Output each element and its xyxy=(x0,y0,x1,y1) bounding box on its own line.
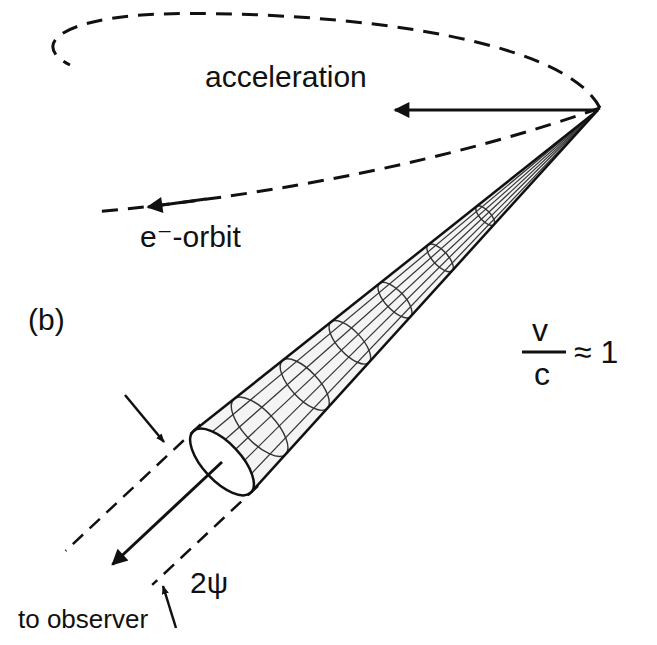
angle-boundary-line xyxy=(66,425,201,551)
orbit-path xyxy=(95,108,600,212)
light-speed-symbol: c xyxy=(534,358,550,390)
velocity-symbol: v xyxy=(532,314,548,346)
angle-label: 2ψ xyxy=(190,568,228,598)
radiation-cone xyxy=(66,110,598,585)
cone-hatch xyxy=(232,110,598,473)
ratio-value: ≈ 1 xyxy=(574,336,618,368)
cone-hatch xyxy=(212,110,598,451)
cone-hatch xyxy=(242,110,598,483)
cone-edge xyxy=(193,110,598,431)
cone-hatch xyxy=(202,110,598,441)
panel-label: (b) xyxy=(28,305,65,335)
cone-hatch xyxy=(222,110,598,462)
orbit-direction-arrow xyxy=(148,199,206,207)
fraction-bar xyxy=(522,351,566,354)
observer-label: to observer xyxy=(18,606,148,632)
cone-edge xyxy=(251,110,598,493)
orbit-path xyxy=(53,14,600,108)
acceleration-arrow xyxy=(395,109,596,112)
angle-pointer-arrow xyxy=(163,586,176,628)
angle-pointer-arrow xyxy=(125,395,164,442)
orbit-label: e⁻-orbit xyxy=(140,222,241,252)
observer-arrow xyxy=(112,462,222,565)
acceleration-label: acceleration xyxy=(205,62,367,92)
cone-body xyxy=(193,110,598,493)
